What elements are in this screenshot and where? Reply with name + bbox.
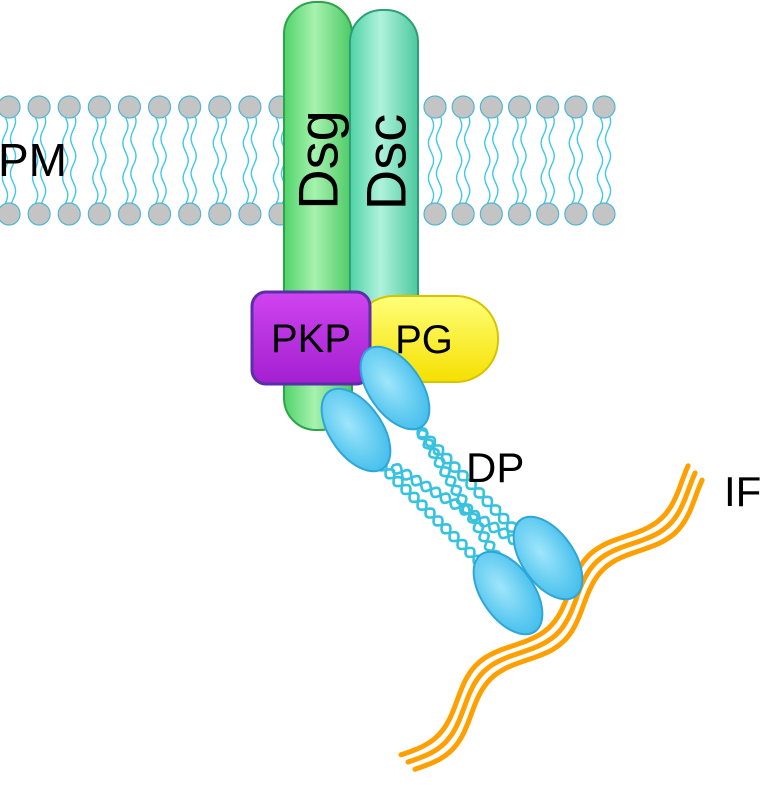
lipid-head <box>423 95 447 119</box>
lipid-head <box>117 202 142 226</box>
lipid-tail <box>31 116 39 205</box>
dp-rod-strand <box>391 462 529 552</box>
lipid-head <box>479 202 503 226</box>
lipid-tail <box>91 116 99 205</box>
lipid-tail <box>548 116 555 205</box>
lipid-head <box>423 202 447 226</box>
lipid-tail <box>604 116 612 205</box>
lipid-head <box>57 202 81 226</box>
lipid-tail <box>242 116 250 205</box>
lipid-head <box>0 95 21 119</box>
lipid-head <box>87 202 111 226</box>
lipid-tail <box>220 116 227 205</box>
lipid-head <box>592 95 616 119</box>
lipid-tail <box>122 116 129 205</box>
lipid-head <box>27 202 51 226</box>
desmoplakin-rod-domain <box>376 418 530 574</box>
lipid-head <box>451 202 475 226</box>
if-strand <box>398 463 691 758</box>
lipid-tail <box>100 116 107 205</box>
lipid-head <box>57 95 81 119</box>
lipid-tail <box>250 116 258 205</box>
lipid-tail <box>182 116 190 205</box>
lipid-head <box>87 95 111 119</box>
lipid-tail <box>61 116 69 205</box>
lipid-tail <box>427 116 435 205</box>
label-pkp: PKP <box>271 317 351 361</box>
dp-rod-strand <box>419 428 499 562</box>
lipid-tail <box>272 116 280 205</box>
lipid-tail <box>152 116 159 205</box>
lipid-head <box>507 95 532 119</box>
lipid-head <box>238 202 262 226</box>
lipid-head <box>117 95 142 119</box>
lipid-head <box>479 95 503 119</box>
lipid-head <box>564 95 588 119</box>
lipid-head <box>592 202 616 226</box>
if-strand <box>412 477 705 772</box>
lipid-head <box>178 202 202 226</box>
lipid-tail <box>70 116 77 205</box>
lipid-tail <box>568 116 576 205</box>
dp-head-upper-left <box>320 387 392 473</box>
lipid-tail <box>1 116 9 205</box>
dp-rod-strand <box>377 460 491 574</box>
intermediate-filaments <box>398 463 705 772</box>
if-strand <box>405 470 698 765</box>
dp-head-lower-left <box>472 550 544 636</box>
lipid-tail <box>212 116 220 205</box>
lipid-head <box>27 95 51 119</box>
label-pg: PG <box>395 318 453 362</box>
lipid-tail <box>596 116 604 205</box>
lipid-tail <box>520 116 527 205</box>
dp-head-lower-right <box>512 515 584 601</box>
label-pm: PM <box>0 134 67 186</box>
lipid-tail <box>455 116 463 205</box>
lipid-head <box>0 202 21 226</box>
lipid-tail <box>576 116 584 205</box>
lipid-tail <box>190 116 197 205</box>
lipid-tail <box>9 116 17 205</box>
lipid-tail <box>512 116 519 205</box>
lipid-head <box>536 95 560 119</box>
lipid-tail <box>130 116 137 205</box>
lipid-tail <box>39 116 47 205</box>
lipid-head <box>564 202 588 226</box>
label-dsg: Dsg <box>287 110 350 210</box>
lipid-head <box>208 202 232 226</box>
label-dsc: Dsc <box>355 114 418 210</box>
lipid-head <box>238 95 262 119</box>
plasma-membrane <box>0 95 616 226</box>
lipid-head <box>536 202 560 226</box>
lipid-tail <box>540 116 548 205</box>
dp-head-upper-right <box>359 345 431 431</box>
lipid-tail <box>483 116 491 205</box>
lipid-head <box>208 95 232 119</box>
lipid-head <box>178 95 202 119</box>
lipid-tail <box>463 116 471 205</box>
lipid-head <box>147 202 172 226</box>
lipid-tail <box>435 116 443 205</box>
lipid-head <box>147 95 172 119</box>
lipid-tail <box>160 116 167 205</box>
dp-rod-strand <box>409 418 525 542</box>
desmoplakin-head-domains <box>320 345 584 636</box>
lipid-head <box>451 95 475 119</box>
lipid-tail <box>492 116 499 205</box>
label-if: IF <box>724 468 761 515</box>
pkp-protein <box>250 290 372 386</box>
label-dp: DP <box>466 444 524 491</box>
lipid-head <box>507 202 532 226</box>
